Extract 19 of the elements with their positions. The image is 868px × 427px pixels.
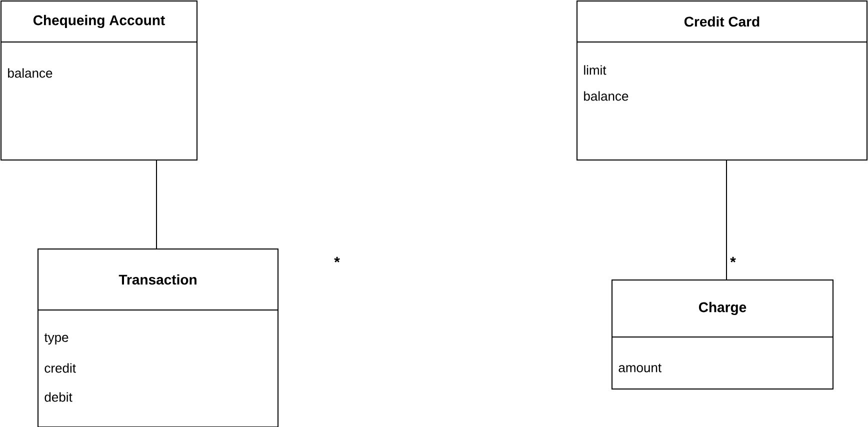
class-box xyxy=(612,280,834,390)
association-line xyxy=(156,160,157,249)
class-name: Credit Card xyxy=(684,16,760,27)
attribute: debit xyxy=(44,392,72,402)
attribute: balance xyxy=(8,68,52,78)
attribute: amount xyxy=(618,364,662,372)
class-name: Transaction xyxy=(118,274,196,285)
attribute: type xyxy=(44,333,68,345)
multiplicity: * xyxy=(334,256,340,262)
association-line xyxy=(726,160,727,280)
class-name: Chequeing Account xyxy=(33,14,165,28)
class-box xyxy=(38,248,278,427)
multiplicity: * xyxy=(730,256,736,262)
attribute: credit xyxy=(44,363,76,373)
attribute: limit xyxy=(584,65,606,75)
class-box xyxy=(576,0,868,160)
class-name: Charge xyxy=(698,302,746,316)
class-box xyxy=(0,0,198,160)
attribute: balance xyxy=(584,91,628,101)
